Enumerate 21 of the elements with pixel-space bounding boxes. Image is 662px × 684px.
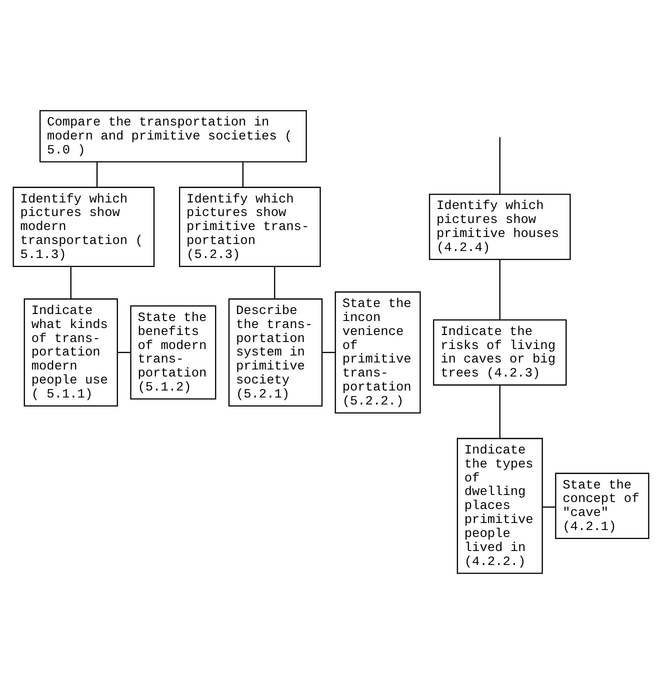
connector	[322, 352, 336, 354]
connector	[499, 385, 500, 438]
connector	[96, 162, 98, 188]
connector	[118, 352, 130, 354]
connector	[499, 260, 500, 320]
node-box: Indicate the risks of living in caves or big trees (4.2.3)	[433, 319, 567, 386]
node-box: Describe the trans- portation system in primitive society (5.2.1)	[228, 298, 323, 407]
connector	[274, 266, 276, 299]
node-box: Identify which pictures show primitive houses (4.2.4)	[428, 194, 571, 260]
connector	[499, 137, 500, 194]
node-box: Compare the transportation in modern and primitive societies ( 5.0 )	[39, 110, 307, 162]
node-box: Identify which pictures show primitive trans- portation (5.2.3)	[179, 186, 321, 268]
connector	[242, 162, 244, 188]
connector	[70, 266, 72, 299]
node-box: State the benefits of modern trans- portation (5.1.2)	[130, 305, 216, 400]
connector	[542, 506, 556, 508]
node-box: State the concept of "cave" (4.2.1)	[555, 472, 650, 540]
node-box: Indicate what kinds of trans- portation modern people use ( 5.1.1)	[24, 298, 118, 407]
node-box: State the incon venience of primitive trans- portation (5.2.2.)	[334, 291, 421, 414]
node-box: Indicate the types of dwelling places primitive people lived in (4.2.2.)	[456, 438, 543, 574]
node-box: Identify which pictures show modern transportation ( 5.1.3)	[12, 186, 155, 268]
